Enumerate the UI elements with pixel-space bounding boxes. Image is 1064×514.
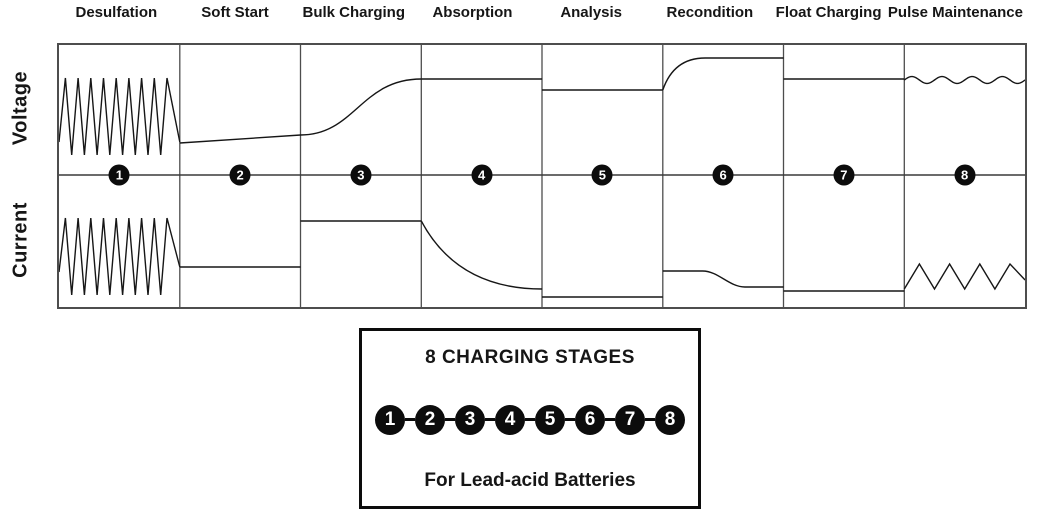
stage-label-pulse-maintenance: Pulse Maintenance	[887, 4, 1023, 21]
legend-stage-circle-4: 4	[495, 404, 525, 435]
legend-connector-dash	[605, 418, 615, 421]
stage-headers: Desulfation Soft Start Bulk Charging Absorp…	[57, 3, 1023, 22]
voltage-waveform-soft-start	[179, 134, 301, 144]
waveform-chart: 1 2 3 4 5 6 7 8	[57, 43, 1027, 309]
legend-stage-circle-7: 7	[615, 404, 645, 435]
voltage-waveform-recondition	[662, 57, 784, 91]
legend-stage-circle-1: 1	[375, 404, 405, 435]
current-waveform-desulfation	[59, 217, 181, 296]
legend-connector-dash	[645, 418, 655, 421]
legend-connector-dash	[525, 418, 535, 421]
legend-stage-circle-8: 8	[655, 404, 685, 435]
current-axis-label: Current	[9, 202, 32, 278]
voltage-waveform-bulk-charging	[300, 78, 422, 136]
legend-title: 8 CHARGING STAGES	[425, 347, 635, 368]
voltage-waveform-pulse-maintenance	[903, 75, 1025, 85]
voltage-waveform-desulfation	[59, 77, 181, 156]
stage-marker-6: 6	[712, 164, 734, 186]
stage-marker-3: 3	[350, 164, 372, 186]
stage-marker-1: 1	[108, 164, 130, 186]
stage-marker-5: 5	[591, 164, 613, 186]
legend-connector-dash	[565, 418, 575, 421]
current-waveform-pulse-maintenance	[903, 262, 1025, 291]
legend-connector-dash	[485, 418, 495, 421]
stage-label-analysis: Analysis	[560, 4, 623, 21]
stage-label-desulfation: Desulfation	[75, 4, 158, 21]
current-waveform-recondition	[662, 270, 784, 288]
legend-stage-circle-6: 6	[575, 404, 605, 435]
voltage-axis-label: Voltage	[9, 70, 32, 146]
stage-label-soft-start: Soft Start	[201, 4, 269, 21]
stage-marker-2: 2	[229, 164, 251, 186]
stage-label-recondition: Recondition	[666, 4, 754, 21]
legend-stage-circle-2: 2	[415, 404, 445, 435]
current-waveform-absorption	[420, 220, 543, 290]
legend-subtitle: For Lead-acid Batteries	[424, 470, 636, 491]
stage-marker-7: 7	[833, 164, 855, 186]
legend-connector-dash	[405, 418, 415, 421]
legend-stage-circle-3: 3	[455, 404, 485, 435]
stage-label-bulk-charging: Bulk Charging	[302, 4, 406, 21]
waveform-svg	[59, 45, 1025, 307]
stage-label-float-charging: Float Charging	[775, 4, 882, 21]
legend-connector-dash	[445, 418, 455, 421]
stage-marker-4: 4	[471, 164, 493, 186]
stage-marker-8: 8	[954, 164, 976, 186]
stage-label-absorption: Absorption	[432, 4, 513, 21]
legend-stage-circle-5: 5	[535, 404, 565, 435]
